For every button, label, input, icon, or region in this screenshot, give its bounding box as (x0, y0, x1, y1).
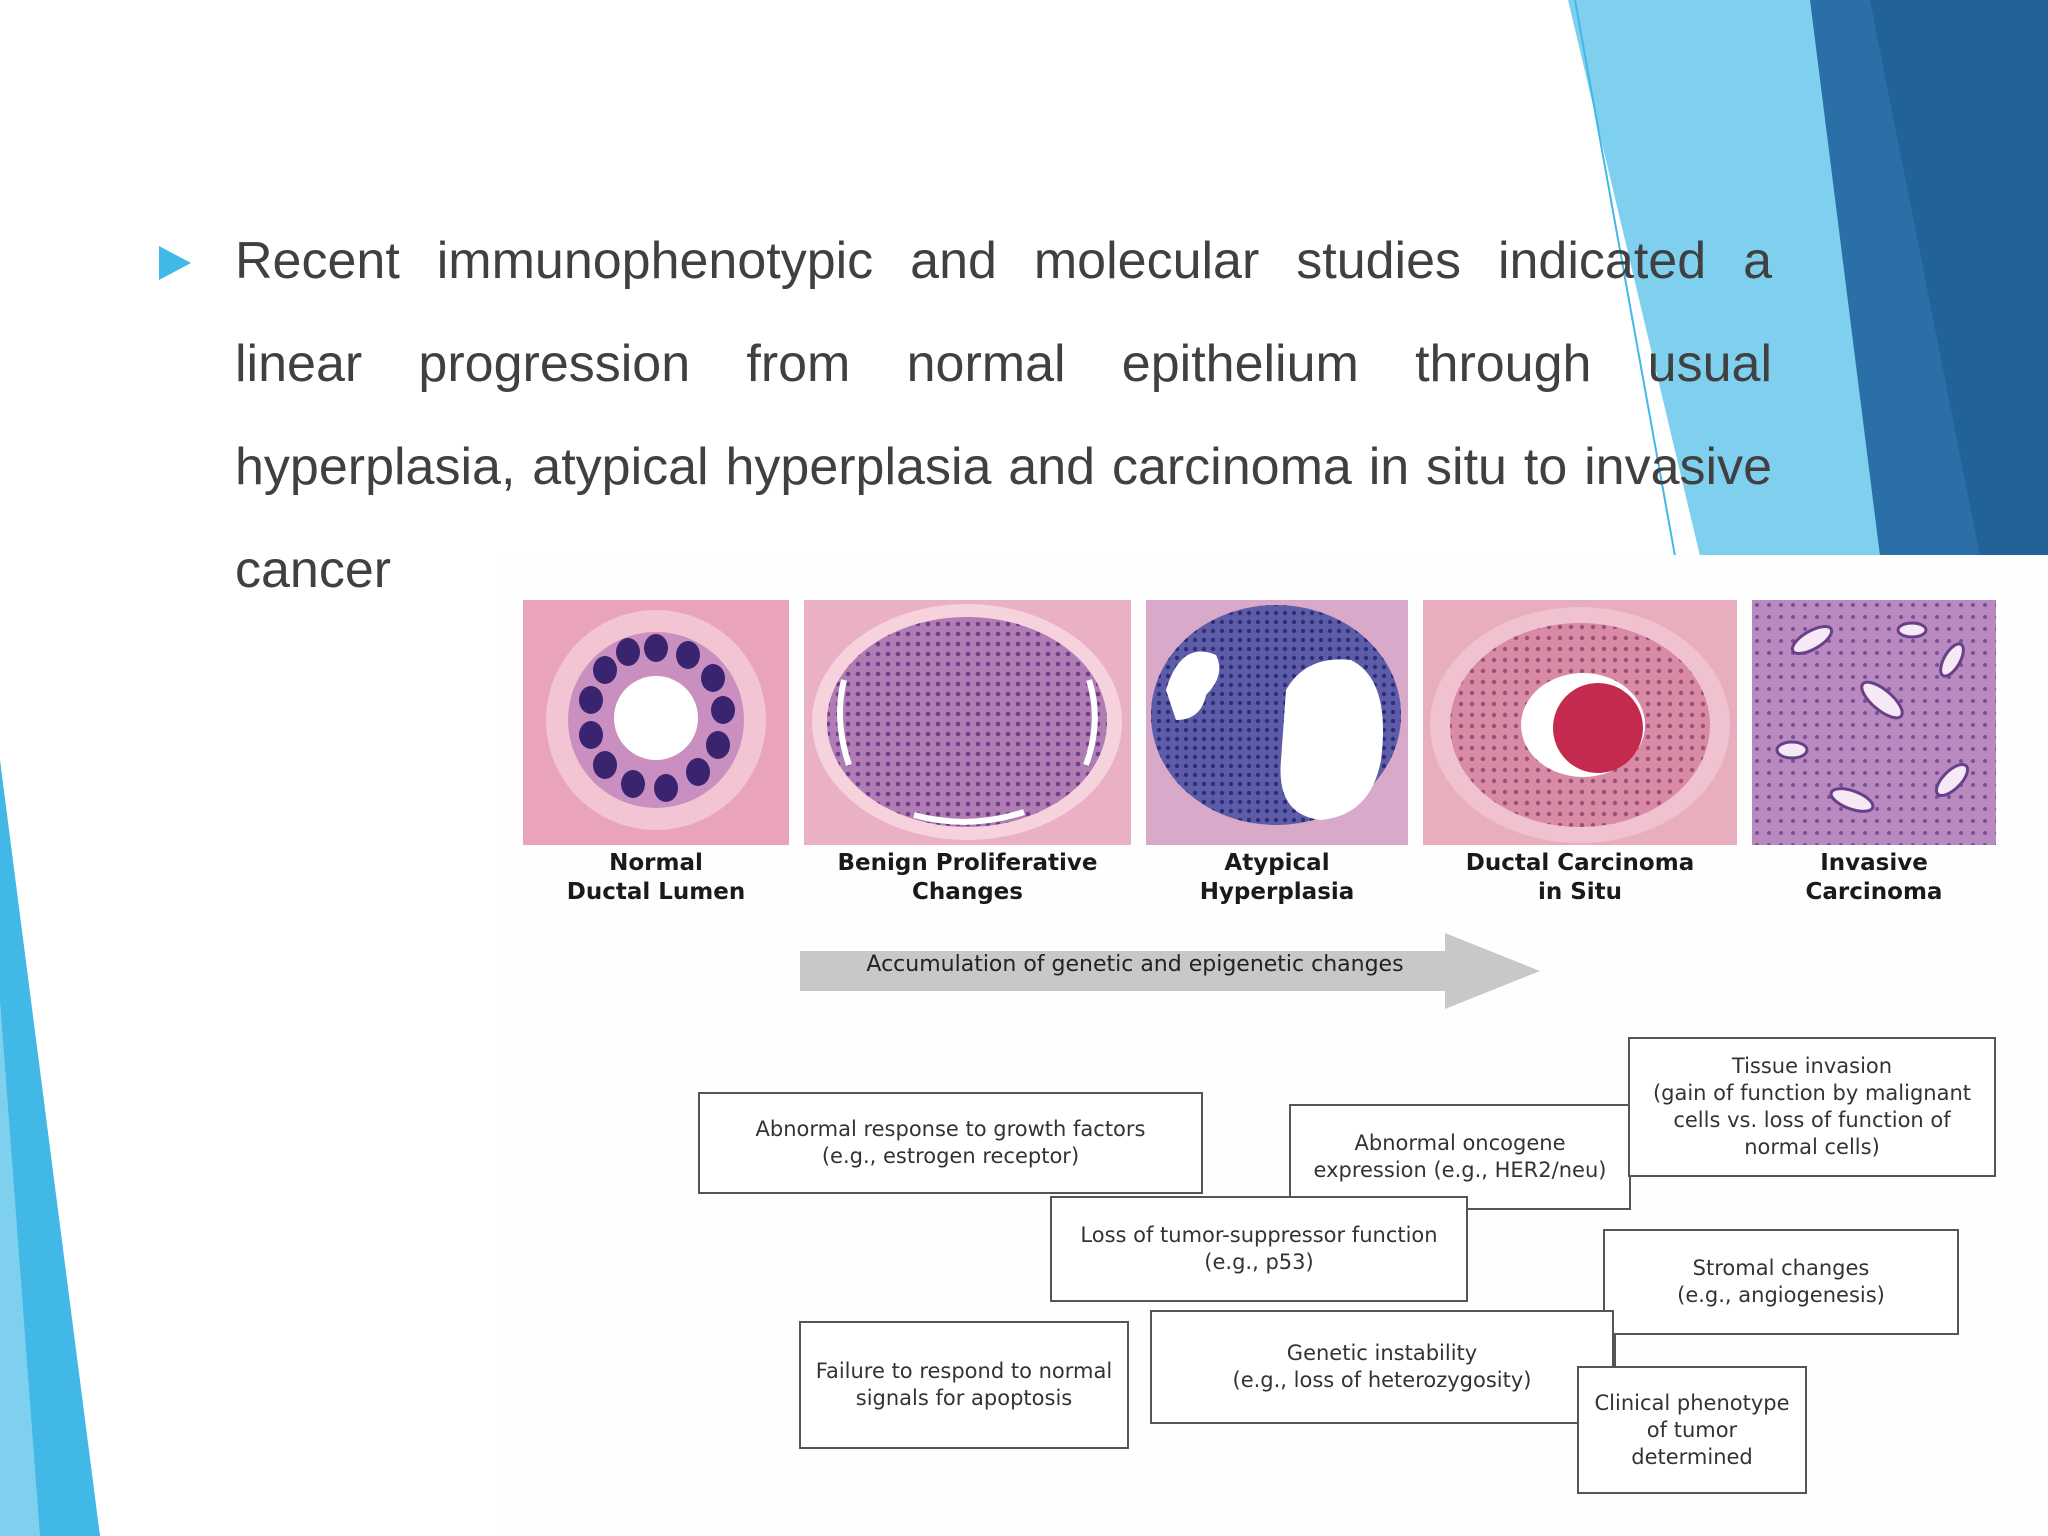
panel-label-dcis: Ductal Carcinoma in Situ (1465, 850, 1695, 905)
histology-panel-benign (804, 600, 1131, 845)
panel-label-invasive: Invasive Carcinoma (1805, 850, 1943, 905)
arrow-label: Accumulation of genetic and epigenetic c… (866, 952, 1404, 977)
box-genetic-instability: Genetic instability (e.g., loss of heter… (1150, 1310, 1614, 1424)
box-tumor-suppressor: Loss of tumor-suppressor function (e.g.,… (1050, 1196, 1468, 1302)
histology-panel-atypical (1146, 600, 1408, 845)
box-tissue-invasion: Tissue invasion (gain of function by mal… (1628, 1037, 1996, 1177)
bullet-text: Recent immunophenotypic and molecular st… (235, 232, 1772, 599)
progression-arrow (800, 933, 1540, 1009)
box-growth-factors: Abnormal response to growth factors (e.g… (698, 1092, 1203, 1194)
histology-panel-invasive (1752, 600, 1996, 845)
panel-label-benign: Benign Proliferative Changes (837, 850, 1098, 905)
box-clinical-phenotype: Clinical phenotype of tumor determined (1577, 1366, 1807, 1494)
box-stromal: Stromal changes (e.g., angiogenesis) (1603, 1229, 1959, 1335)
progression-figure: Normal Ductal Lumen Benign Proliferative… (500, 555, 2048, 1536)
histology-panel-normal (523, 600, 789, 845)
histology-panel-dcis (1423, 600, 1737, 845)
panel-label-normal: Normal Ductal Lumen (566, 850, 746, 905)
panel-label-atypical: Atypical Hyperplasia (1199, 850, 1355, 905)
bullet-triangle-icon (159, 246, 191, 280)
box-apoptosis: Failure to respond to normal signals for… (799, 1321, 1129, 1449)
box-oncogene: Abnormal oncogene expression (e.g., HER2… (1289, 1104, 1631, 1210)
